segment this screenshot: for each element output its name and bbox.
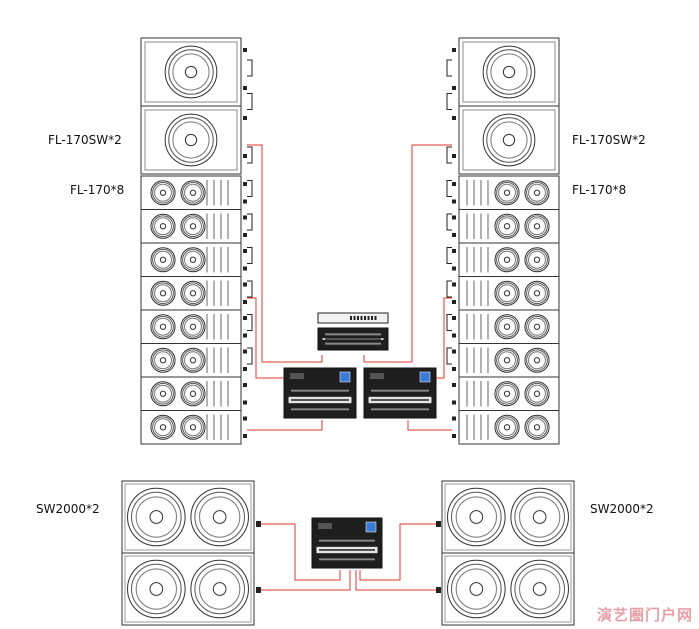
- link-cable: [247, 314, 253, 331]
- link-cable: [247, 280, 253, 298]
- left-line-array-box: [140, 343, 247, 378]
- label-left-ground-sub: SW2000*2: [36, 502, 100, 516]
- left-flown-sub-2: [140, 105, 247, 175]
- right-flown-sub-1: [452, 37, 560, 107]
- right-line-array-box: [452, 175, 560, 210]
- link-cable: [446, 213, 452, 231]
- cable-ground-right-bottom: [355, 570, 436, 591]
- right-flown-sub-2: [452, 105, 560, 175]
- link-cable: [247, 93, 253, 110]
- cable-left-array-lower: [247, 420, 323, 431]
- right-line-array-box: [452, 343, 560, 378]
- link-cable: [446, 347, 452, 365]
- label-right-ground-sub: SW2000*2: [590, 502, 654, 516]
- right-line-array-box: [452, 376, 560, 411]
- left-ground-sub-2: [121, 552, 261, 626]
- cable-right-array-lower: [407, 420, 452, 431]
- cable-ground-left-top: [261, 523, 341, 581]
- link-cable: [247, 59, 253, 77]
- cable-right-array-upper: [436, 297, 452, 379]
- link-cable: [247, 213, 253, 231]
- ground-sub-amp-rack: [311, 517, 383, 569]
- left-line-array-box: [140, 242, 247, 277]
- link-cable: [446, 59, 452, 77]
- label-right-line-array: FL-170*8: [572, 183, 627, 197]
- label-left-flown-sub: FL-170SW*2: [48, 133, 122, 147]
- link-cable: [247, 180, 253, 197]
- right-line-array-box: [452, 276, 560, 311]
- link-cable: [446, 180, 452, 197]
- link-cable: [446, 146, 452, 164]
- link-cable: [247, 146, 253, 164]
- link-cable: [446, 280, 452, 298]
- left-line-array-box: [140, 309, 247, 344]
- label-right-flown-sub: FL-170SW*2: [572, 133, 646, 147]
- cable-right-sub: [363, 144, 452, 363]
- link-cable: [446, 247, 452, 264]
- right-line-array-box: [452, 209, 560, 244]
- left-line-array-box: [140, 410, 247, 445]
- right-line-array-box: [452, 242, 560, 277]
- left-line-array-box: [140, 376, 247, 411]
- right-ground-sub-1: [436, 480, 575, 554]
- cable-ground-right-top: [359, 523, 436, 581]
- left-flown-sub-1: [140, 37, 247, 107]
- left-line-array-box: [140, 209, 247, 244]
- link-cable: [446, 93, 452, 110]
- left-line-array-box: [140, 175, 247, 210]
- right-amp-rack: [363, 367, 437, 419]
- link-cable: [446, 314, 452, 331]
- site-watermark: 演艺圈门户网: [596, 606, 693, 624]
- right-ground-sub-2: [436, 552, 575, 626]
- right-line-array-box: [452, 410, 560, 445]
- cable-left-array-upper: [247, 297, 284, 379]
- dsp-processor: [317, 312, 389, 324]
- label-left-line-array: FL-170*8: [70, 183, 125, 197]
- link-cable: [247, 347, 253, 365]
- left-ground-sub-1: [121, 480, 261, 554]
- link-cable: [247, 247, 253, 264]
- left-line-array-box: [140, 276, 247, 311]
- cable-left-sub: [247, 144, 323, 363]
- left-amp-rack: [283, 367, 357, 419]
- center-amplifier-top: [317, 327, 389, 351]
- right-line-array-box: [452, 309, 560, 344]
- cable-ground-left-bottom: [261, 570, 351, 591]
